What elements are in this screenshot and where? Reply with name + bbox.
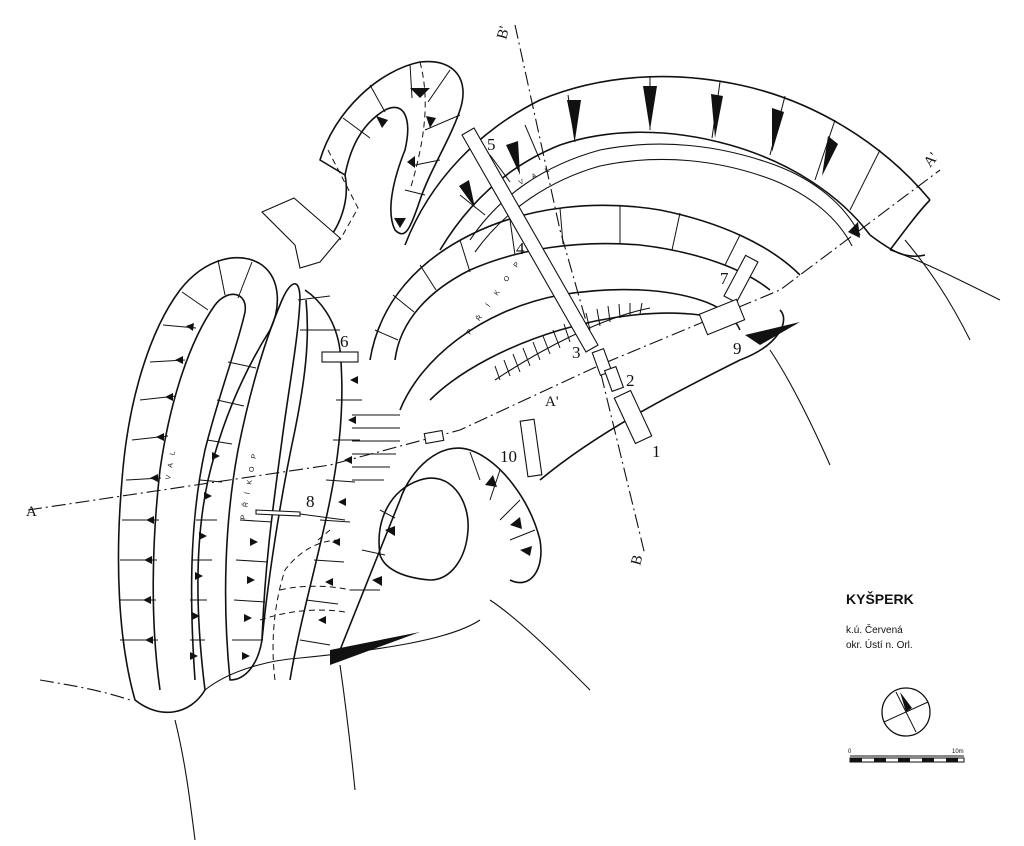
north-rampart-label: VAL — [518, 162, 560, 186]
scale-bar: 0 10m — [848, 749, 965, 763]
south-slope — [330, 309, 800, 665]
trench-label-6: 6 — [340, 332, 349, 351]
trench-6-outline — [321, 351, 359, 363]
section-b-start-label: B — [628, 553, 646, 567]
trench-label-1: 1 — [652, 442, 661, 461]
section-a-mid-label: A' — [545, 394, 559, 410]
trench-label-4: 4 — [516, 239, 525, 258]
trench-7-outline — [723, 254, 759, 304]
north-arrow-icon — [881, 687, 931, 737]
north-corner-structure — [261, 197, 341, 269]
section-line-b: B B' — [494, 24, 646, 567]
left-rampart: VAL — [117, 257, 279, 714]
map-title: KYŠPERK — [846, 590, 914, 607]
trench-label-10: 10 — [500, 447, 517, 466]
scale-start-label: 0 — [848, 749, 852, 755]
trench-label-7: 7 — [720, 269, 729, 288]
north-lobes — [319, 60, 464, 246]
slope-lines — [39, 239, 1001, 841]
trench-1-outline — [613, 389, 653, 445]
trench-label-5: 5 — [487, 135, 496, 154]
trench-label-8: 8 — [306, 492, 315, 511]
trench-10-outline — [519, 418, 543, 478]
gate-trench-outline — [423, 429, 445, 445]
trench-5-outline — [461, 127, 599, 353]
inner-enclosure — [352, 288, 741, 481]
left-rampart-label: VAL — [165, 443, 178, 480]
trench-2-outline — [603, 365, 625, 393]
dashed-features — [259, 61, 426, 681]
map-subtitle-district: okr. Ústí n. Orl. — [846, 638, 913, 651]
trench-label-2: 2 — [626, 371, 635, 390]
left-ditch-label: PŘÍKOP — [238, 445, 260, 520]
trench-9-outline — [698, 298, 746, 336]
scale-end-label: 10m — [952, 749, 964, 755]
section-b-end-label: B' — [494, 24, 513, 41]
section-a-end-label: A' — [921, 150, 942, 171]
middle-ditch-label: PŘÍKOP — [464, 250, 528, 336]
title-block: KYŠPERK k.ú. Červená okr. Ústí n. Orl. — [846, 590, 914, 651]
map-subtitle-cadastre: k.ú. Červená — [846, 623, 903, 636]
trench-label-9: 9 — [733, 339, 742, 358]
trenches: 1 2 3 4 5 6 7 8 9 10 — [255, 127, 759, 521]
trench-label-3: 3 — [572, 343, 581, 362]
section-a-start-label: A — [26, 504, 37, 520]
section-line-a: A A' A' — [26, 150, 942, 520]
trench-8-outline — [255, 509, 301, 517]
